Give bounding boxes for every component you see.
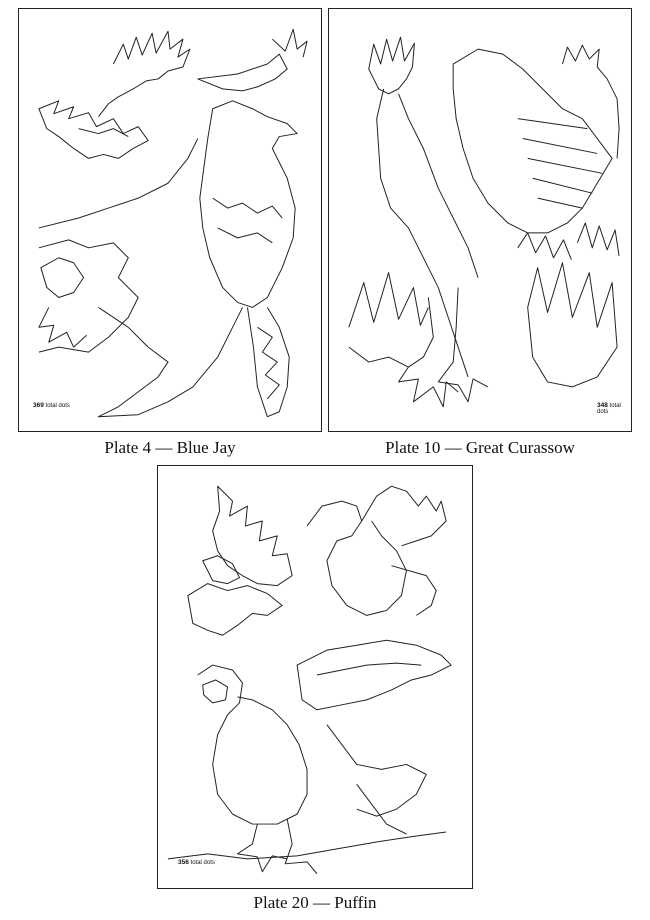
dot-count-label: 348 total dots [597,402,631,415]
dots-label: total dots [597,403,621,415]
plate-puffin: 356 total dots [157,465,473,889]
dot-count-label: 356 total dots [178,859,215,866]
dot-count: 348 [597,402,608,409]
blue-jay-dot-to-dot-drawing [38,28,308,418]
dots-label: total dots [45,403,70,409]
dot-count-label: 369 total dots [33,402,70,409]
great-curassow-dot-to-dot-drawing [348,36,620,408]
dot-count: 356 [178,859,189,866]
plate-caption: Plate 10 — Great Curassow [385,438,575,457]
plate-blue-jay: 369 total dots [18,8,322,432]
plate-caption: Plate 20 — Puffin [253,893,377,912]
dots-label: total dots [190,860,215,866]
dot-count: 369 [33,402,44,409]
plate-caption: Plate 4 — Blue Jay [104,438,236,457]
plate-great-curassow: 348 total dots [328,8,632,432]
puffin-dot-to-dot-drawing [167,485,452,875]
